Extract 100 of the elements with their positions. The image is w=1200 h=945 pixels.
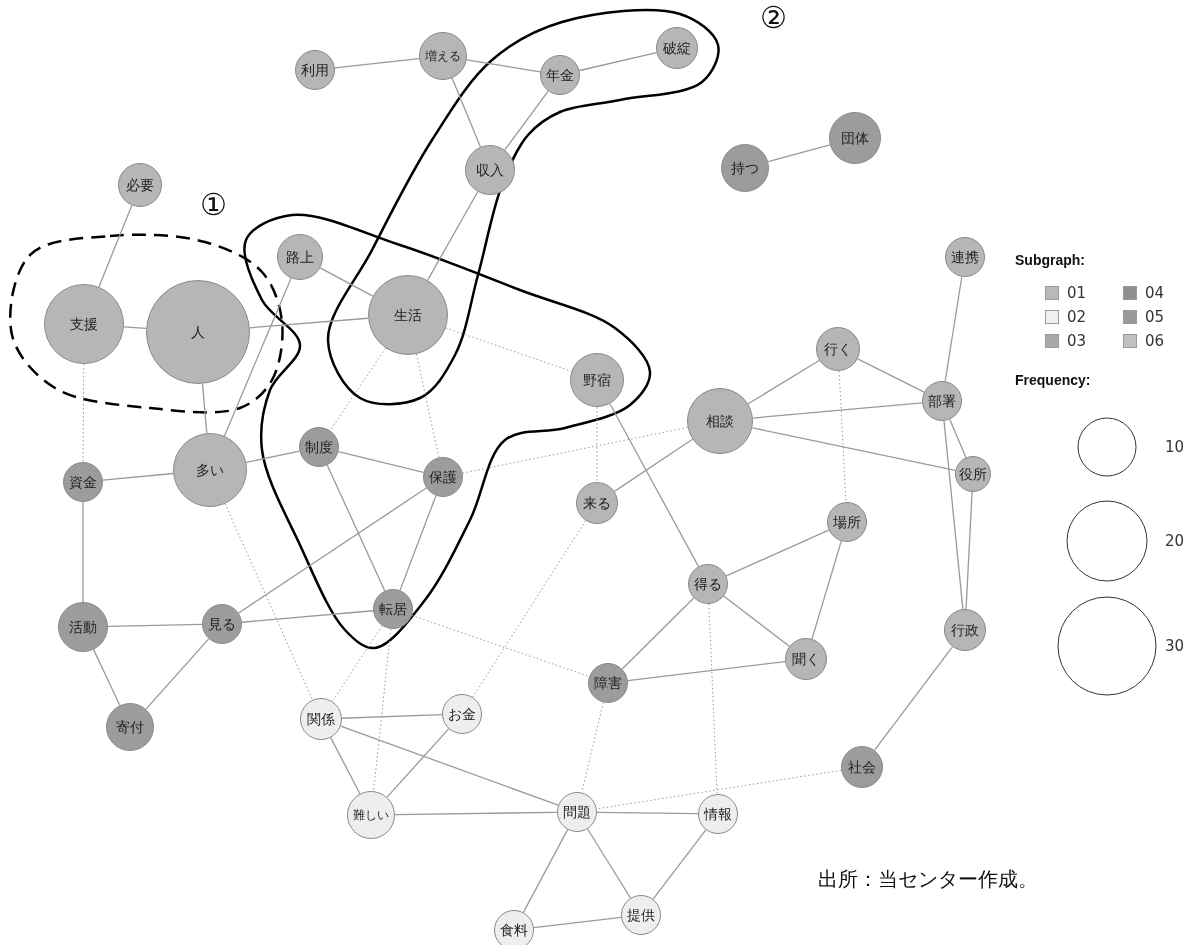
- connector: [98, 204, 133, 288]
- connector: [725, 529, 830, 577]
- connector: [123, 326, 147, 329]
- circled-number: ②: [760, 0, 787, 35]
- connector: [107, 623, 203, 628]
- connector: [613, 438, 694, 492]
- word-node: 持つ: [721, 144, 769, 192]
- connector: [578, 52, 658, 72]
- connector: [245, 450, 301, 463]
- connector: [504, 90, 549, 151]
- legend-label: 10: [1165, 438, 1185, 456]
- word-node: 生活: [368, 275, 448, 355]
- word-node: 路上: [277, 234, 323, 280]
- connector: [386, 728, 450, 798]
- word-node: 転居: [373, 589, 413, 629]
- connector: [943, 420, 964, 610]
- connector: [533, 916, 622, 929]
- word-node: 支援: [44, 284, 124, 364]
- word-node: 社会: [841, 746, 883, 788]
- connector: [249, 317, 369, 329]
- connector: [621, 597, 695, 670]
- connector: [609, 403, 700, 568]
- word-node: 難しい: [347, 791, 395, 839]
- connector: [326, 464, 386, 592]
- connector: [944, 276, 963, 382]
- word-node: 活動: [58, 602, 108, 652]
- connector: [238, 487, 427, 614]
- dotted-connector: [462, 427, 689, 474]
- word-node: 増える: [419, 32, 467, 80]
- legend-label: 05: [1145, 308, 1165, 326]
- dotted-connector: [596, 406, 598, 483]
- connector: [337, 451, 425, 473]
- connector: [334, 57, 420, 69]
- dotted-connector: [596, 769, 842, 810]
- connector: [341, 714, 443, 719]
- dotted-connector: [224, 503, 313, 701]
- source-note: 出所：当センター作成。: [818, 866, 1038, 893]
- word-node: 役所: [955, 456, 991, 492]
- word-node: 見る: [202, 604, 242, 644]
- connector: [586, 828, 632, 899]
- connector: [522, 829, 569, 913]
- connector: [627, 660, 786, 682]
- connector: [596, 811, 699, 815]
- connector: [723, 595, 790, 647]
- word-node: 行く: [816, 327, 860, 371]
- word-node: 行政: [944, 609, 986, 651]
- connector: [751, 427, 957, 471]
- connector: [330, 737, 361, 795]
- word-node: 年金: [540, 55, 580, 95]
- dotted-connector: [373, 628, 392, 792]
- connector: [399, 495, 437, 591]
- word-node: 保護: [423, 457, 463, 497]
- word-node: 問題: [557, 792, 597, 832]
- word-node: 障害: [588, 663, 628, 703]
- legend-heading: Subgraph:: [1015, 252, 1085, 268]
- legend-label: 01: [1067, 284, 1087, 302]
- word-node: 団体: [829, 112, 881, 164]
- legend-label: 30: [1165, 637, 1185, 655]
- connector: [949, 418, 967, 459]
- connector: [394, 811, 558, 816]
- word-node: 提供: [621, 895, 661, 935]
- connector: [145, 638, 210, 710]
- word-node: 資金: [63, 462, 103, 502]
- legend-heading: Frequency:: [1015, 372, 1091, 388]
- word-node: 収入: [465, 145, 515, 195]
- legend-label: 03: [1067, 332, 1087, 350]
- word-node: 場所: [827, 502, 867, 542]
- word-node: 多い: [173, 433, 247, 507]
- dotted-connector: [445, 327, 572, 372]
- connector: [811, 540, 842, 640]
- connector: [241, 610, 374, 623]
- connector: [319, 267, 374, 297]
- connector: [102, 472, 174, 481]
- word-node: 関係: [300, 698, 342, 740]
- word-node: 人: [146, 280, 250, 384]
- circled-number: ①: [200, 187, 227, 222]
- word-node: 破綻: [656, 27, 698, 69]
- word-node: 得る: [688, 564, 728, 604]
- connector: [92, 649, 121, 706]
- word-node: 部署: [922, 381, 962, 421]
- word-node: 必要: [118, 163, 162, 207]
- word-node: 利用: [295, 50, 335, 90]
- word-node: 連携: [945, 237, 985, 277]
- word-node: 制度: [299, 427, 339, 467]
- connector: [873, 646, 954, 751]
- word-node: 情報: [698, 794, 738, 834]
- connector: [652, 829, 707, 900]
- word-node: 寄付: [106, 703, 154, 751]
- connector: [752, 402, 923, 419]
- dotted-connector: [415, 353, 440, 458]
- connector: [427, 191, 479, 281]
- word-node: 相談: [687, 388, 753, 454]
- connector: [223, 277, 292, 437]
- dotted-connector: [329, 347, 387, 431]
- connector: [857, 358, 925, 393]
- connector: [747, 359, 820, 405]
- dotted-connector: [838, 370, 847, 503]
- connector: [965, 491, 973, 610]
- connector: [767, 144, 831, 163]
- word-node: 野宿: [570, 353, 624, 407]
